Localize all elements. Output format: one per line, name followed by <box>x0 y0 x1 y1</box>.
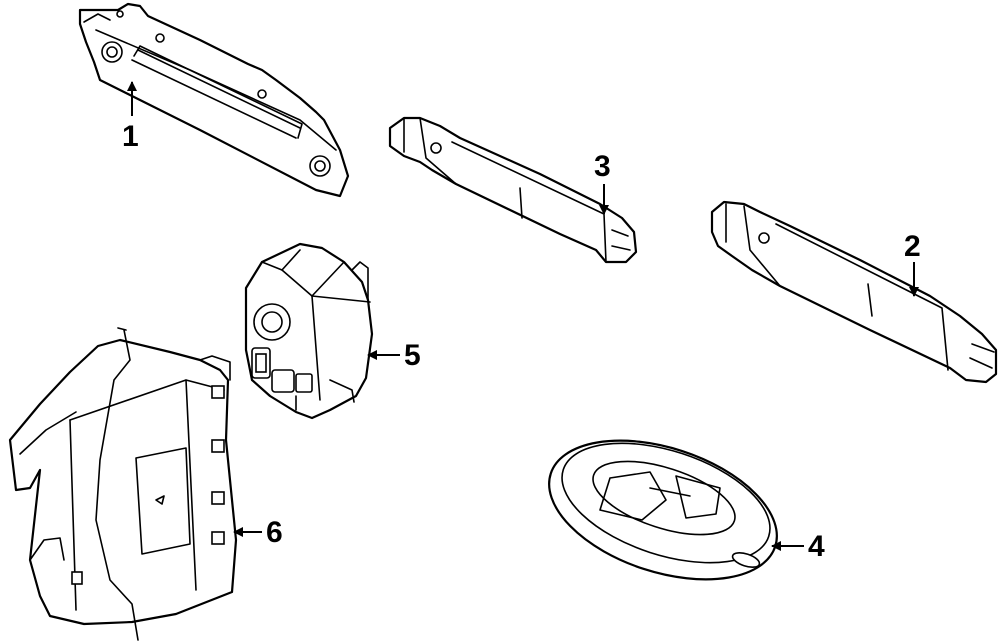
callout-number-6: 6 <box>266 516 283 549</box>
part-5-sensor-housing <box>244 242 374 420</box>
callout-5: 5 <box>367 339 421 372</box>
callout-6: 6 <box>233 516 283 549</box>
part-2-antenna-bar <box>710 200 998 384</box>
callout-4: 4 <box>771 530 825 563</box>
callout-3: 3 <box>594 150 611 215</box>
callout-2: 2 <box>904 230 921 297</box>
part-4-emblem <box>548 439 778 581</box>
callout-1: 1 <box>122 81 139 153</box>
callout-number-2: 2 <box>904 230 921 263</box>
part-1-bracket-module <box>78 2 350 198</box>
part-3-antenna-bar <box>388 116 638 264</box>
callout-number-4: 4 <box>808 530 825 563</box>
part-6-control-module <box>8 327 238 641</box>
callout-number-5: 5 <box>404 339 421 372</box>
callout-number-1: 1 <box>122 120 139 153</box>
callout-number-3: 3 <box>594 150 611 183</box>
